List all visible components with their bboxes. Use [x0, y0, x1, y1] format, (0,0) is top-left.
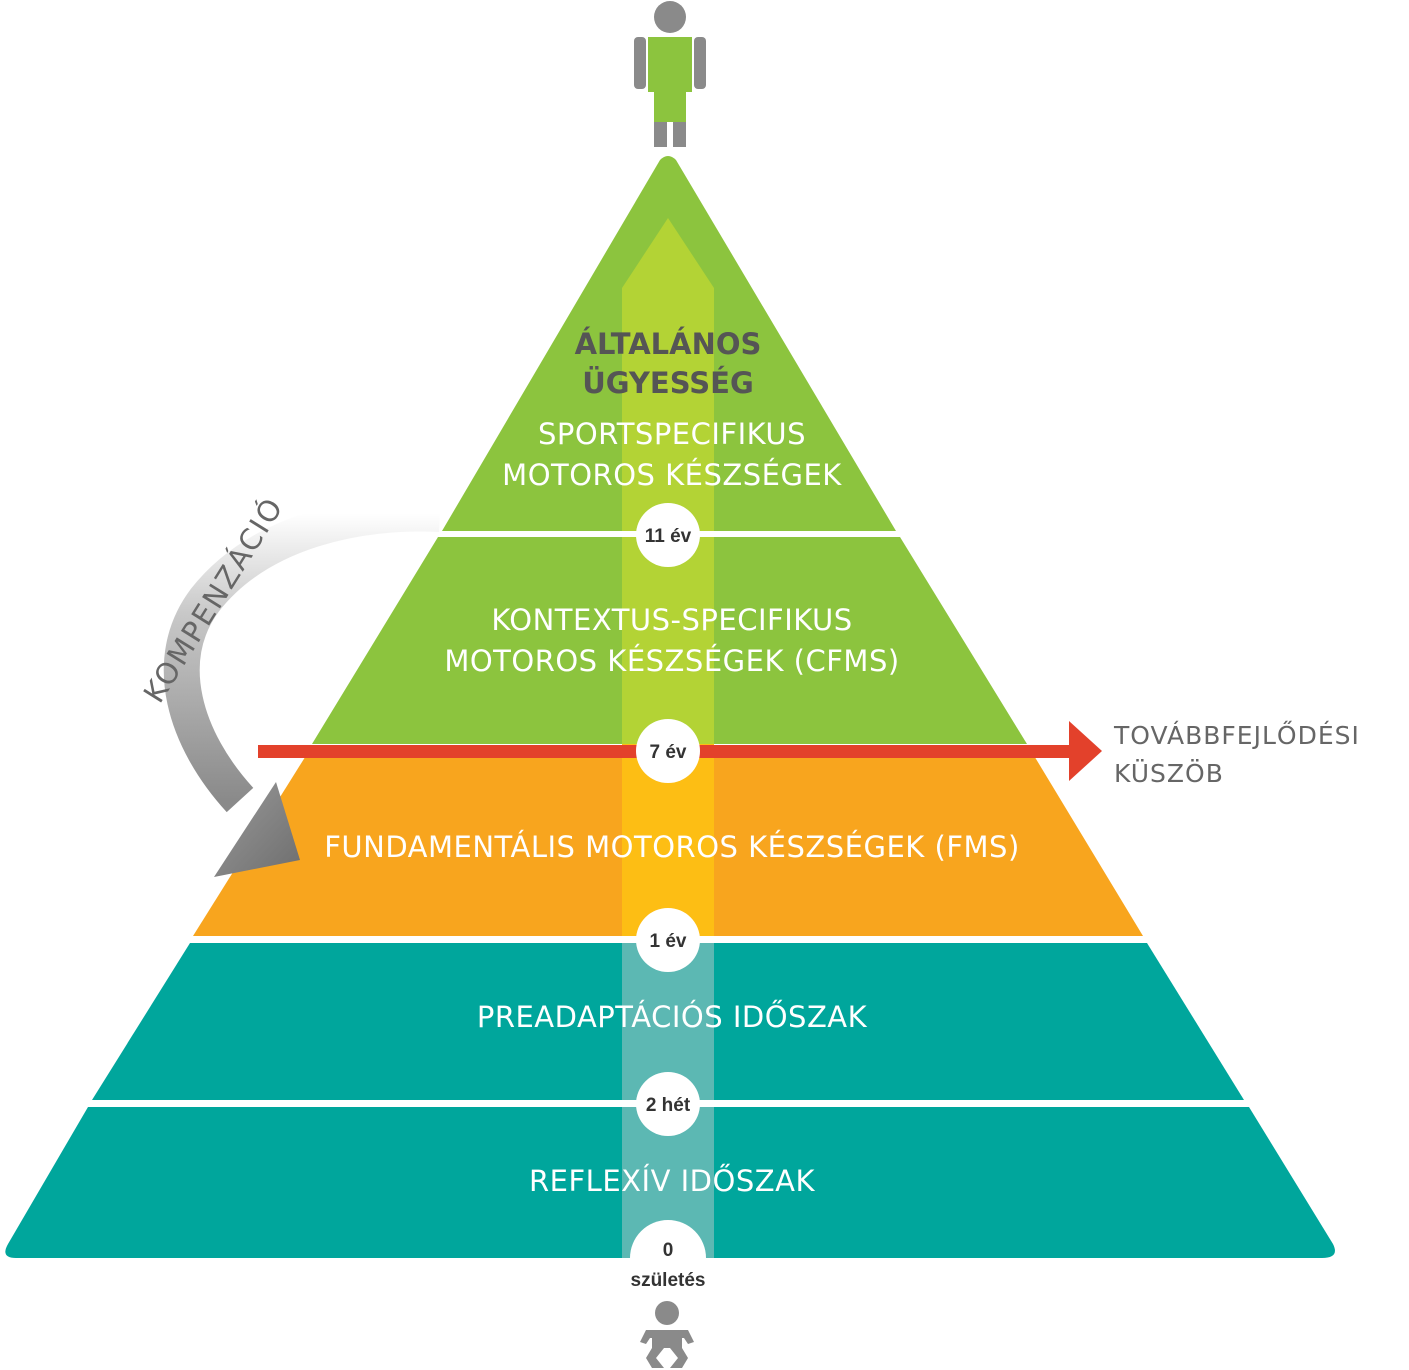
level-label-sport-line2: MOTOROS KÉSZSÉGEK: [502, 458, 842, 492]
birth-label: születés: [631, 1270, 706, 1291]
svg-text:0: 0: [663, 1240, 674, 1261]
threshold-label-line1: TOVÁBBFEJLŐDÉSI: [1113, 720, 1360, 750]
level-label-sport-line1: SPORTSPECIFIKUS: [538, 417, 806, 451]
milestone-badge: 0 születés: [630, 1220, 706, 1296]
milestone-badge: 2 hét: [636, 1072, 700, 1136]
level-label-preadaptation: PREADAPTÁCIÓS IDŐSZAK: [477, 1000, 868, 1034]
top-label-line1: ÁLTALÁNOS: [575, 327, 762, 361]
milestone-badge: 7 év: [636, 719, 700, 783]
level-label-reflex: REFLEXÍV IDŐSZAK: [529, 1164, 815, 1198]
svg-text:11 év: 11 év: [645, 526, 692, 547]
level-label-context-line2: MOTOROS KÉSZSÉGEK (CFMS): [444, 644, 899, 678]
milestone-badge: 1 év: [636, 908, 700, 972]
svg-text:7 év: 7 év: [650, 742, 687, 763]
level-label-fundamental: FUNDAMENTÁLIS MOTOROS KÉSZSÉGEK (FMS): [324, 830, 1020, 864]
threshold-label-line2: KÜSZÖB: [1114, 759, 1224, 788]
baby-icon: [640, 1301, 694, 1368]
adult-person-icon: [634, 1, 706, 147]
svg-text:2 hét: 2 hét: [646, 1095, 691, 1116]
compensation-label: KOMPENZÁCIÓ: [137, 491, 291, 709]
compensation-arrow: [163, 495, 441, 877]
svg-text:1 év: 1 év: [650, 931, 687, 952]
milestone-badge: 11 év: [636, 503, 700, 567]
top-label-line2: ÜGYESSÉG: [582, 366, 754, 400]
level-label-context-line1: KONTEXTUS-SPECIFIKUS: [491, 603, 852, 637]
